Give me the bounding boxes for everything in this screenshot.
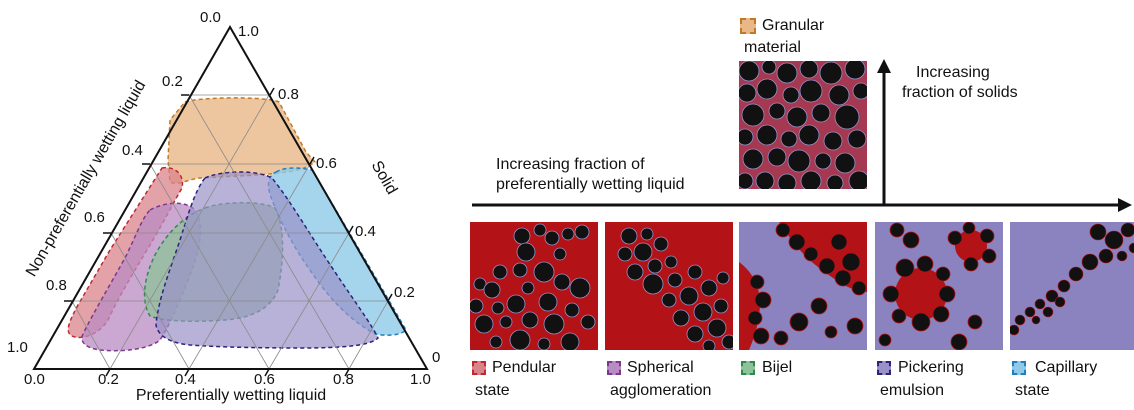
axis-title-bottom: Preferentially wetting liquid	[136, 387, 326, 404]
legend-swatch-pendular	[472, 361, 486, 375]
tick-right-4: 0.2	[394, 284, 415, 301]
ternary-frame	[32, 24, 429, 370]
region-pickering	[155, 171, 379, 349]
legend-label-capillary-line2: state	[1015, 382, 1050, 399]
legend-label-bijel-line1: Bijel	[762, 359, 793, 376]
tick-left-3: 0.6	[84, 209, 105, 226]
tick-right-1: 0.8	[278, 86, 299, 103]
ternary-diagram: 0.0 1.0 1.0 0.0 0.2 0.4 0.6 0.8 0.8 0.6 …	[7, 9, 440, 404]
legend-swatch-pickering	[877, 361, 891, 375]
tick-bottom-right: 0.0	[432, 349, 440, 366]
legend-label-pendular-line1: Pendular	[492, 359, 557, 376]
tick-left-2: 0.4	[122, 142, 143, 159]
horizontal-arrow-label-line2: preferentially wetting liquid	[496, 176, 685, 193]
tick-bottom-2: 0.4	[175, 371, 196, 388]
tick-left-4: 0.8	[46, 277, 67, 294]
capillary-panel-particles	[1010, 222, 1134, 336]
granular-panel-particles	[739, 61, 867, 189]
granular-panel	[739, 61, 867, 189]
tick-bottom-4: 0.8	[333, 371, 354, 388]
horizontal-arrow-label: Increasing fraction of preferentially we…	[496, 155, 685, 195]
legend-label-spherical-line2: agglomeration	[610, 382, 712, 399]
tick-bottom-left: 1.0	[7, 339, 28, 356]
horizontal-arrowhead	[1118, 198, 1132, 212]
legend-label-spherical-line1: Spherical	[627, 359, 694, 376]
spherical-panel	[605, 222, 733, 350]
ternary-grid	[71, 94, 389, 370]
horizontal-arrow-label-line1: Increasing fraction of	[496, 156, 645, 173]
legend-label-capillary-line1: Capillary	[1035, 359, 1098, 376]
spherical-panel-particles	[617, 227, 733, 350]
tick-top-right: 1.0	[238, 23, 259, 40]
vertical-arrow-label: Increasing fraction of solids	[902, 63, 1018, 103]
legend-swatch-spherical	[607, 361, 621, 375]
legend-label-pickering-line1: Pickering	[898, 359, 964, 376]
capillary-panel	[1010, 222, 1134, 350]
pendular-panel	[470, 222, 598, 350]
pickering-panel	[875, 222, 1003, 350]
granular-label-line1: Granular	[762, 17, 825, 34]
bijel-panel-particles	[739, 222, 867, 350]
pendular-panel-particles	[470, 223, 596, 350]
legend-label-pendular-line2: state	[475, 382, 510, 399]
legend-swatch-capillary	[1012, 361, 1026, 375]
tick-right-2: 0.6	[316, 155, 337, 172]
pickering-panel-particles	[878, 222, 997, 350]
tick-bottom-0: 0.0	[24, 371, 45, 388]
arrows	[472, 59, 1132, 212]
region-granular	[167, 97, 317, 185]
tick-right-3: 0.4	[355, 223, 376, 240]
tick-bottom-1: 0.2	[98, 371, 119, 388]
ternary-tickmarks	[64, 87, 393, 377]
tick-bottom-5: 1.0	[410, 371, 431, 388]
legend-swatch-bijel	[741, 361, 755, 375]
tick-top-left: 0.0	[200, 9, 221, 26]
tick-bottom-3: 0.6	[254, 371, 275, 388]
vertical-arrow-label-line1: Increasing	[916, 64, 990, 81]
axis-title-right: Solid	[368, 158, 401, 197]
granular-label-line2: material	[744, 39, 801, 56]
vertical-arrow-label-line2: fraction of solids	[902, 84, 1018, 101]
bijel-panel	[739, 222, 867, 350]
granular-swatch	[740, 18, 756, 34]
vertical-arrowhead	[877, 59, 891, 73]
tick-left-1: 0.2	[162, 73, 183, 90]
legend-label-pickering-line2: emulsion	[880, 382, 945, 399]
